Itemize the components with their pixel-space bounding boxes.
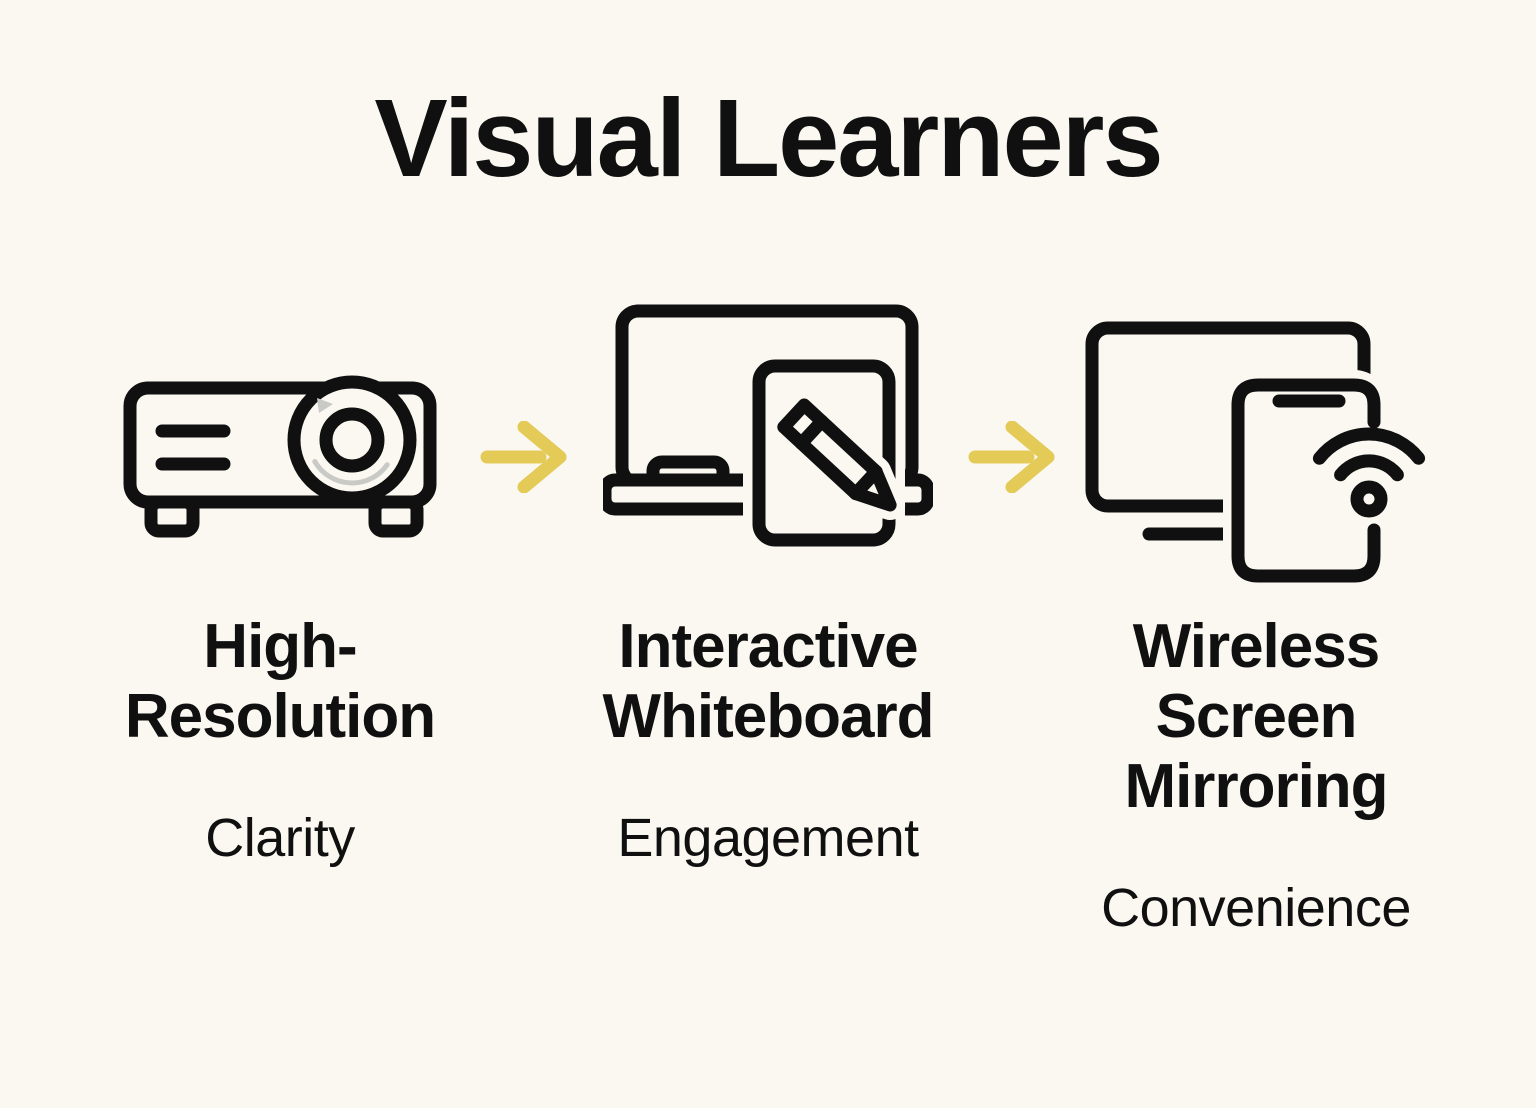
step-subtitle: Clarity xyxy=(205,808,355,868)
wireless-screen-mirroring-icon xyxy=(1085,321,1426,587)
step-interactive-whiteboard: Interactive Whiteboard Engagement xyxy=(568,290,968,868)
screen-mirroring-icon-box xyxy=(1056,290,1456,590)
step-heading: Interactive Whiteboard xyxy=(602,612,935,751)
projector-icon xyxy=(123,375,437,537)
flow-arrow xyxy=(968,421,1056,493)
step-wireless-screen-mirroring: Wireless Screen Mirroring Convenience xyxy=(1056,290,1456,938)
interactive-whiteboard-icon xyxy=(603,304,933,555)
page-title: Visual Learners xyxy=(374,77,1163,200)
right-arrow-icon xyxy=(480,421,567,493)
whiteboard-icon-box xyxy=(568,290,968,590)
step-subtitle: Convenience xyxy=(1101,878,1411,938)
step-high-resolution: High- Resolution Clarity xyxy=(80,290,480,868)
step-heading: High- Resolution xyxy=(124,612,436,751)
projector-icon-box xyxy=(80,290,480,590)
flow-row: High- Resolution Clarity xyxy=(0,290,1536,938)
step-heading: Wireless Screen Mirroring xyxy=(1124,612,1388,821)
step-subtitle: Engagement xyxy=(617,808,919,868)
infographic: Visual Learners xyxy=(0,84,1536,938)
right-arrow-icon xyxy=(968,421,1055,493)
flow-arrow xyxy=(480,421,568,493)
